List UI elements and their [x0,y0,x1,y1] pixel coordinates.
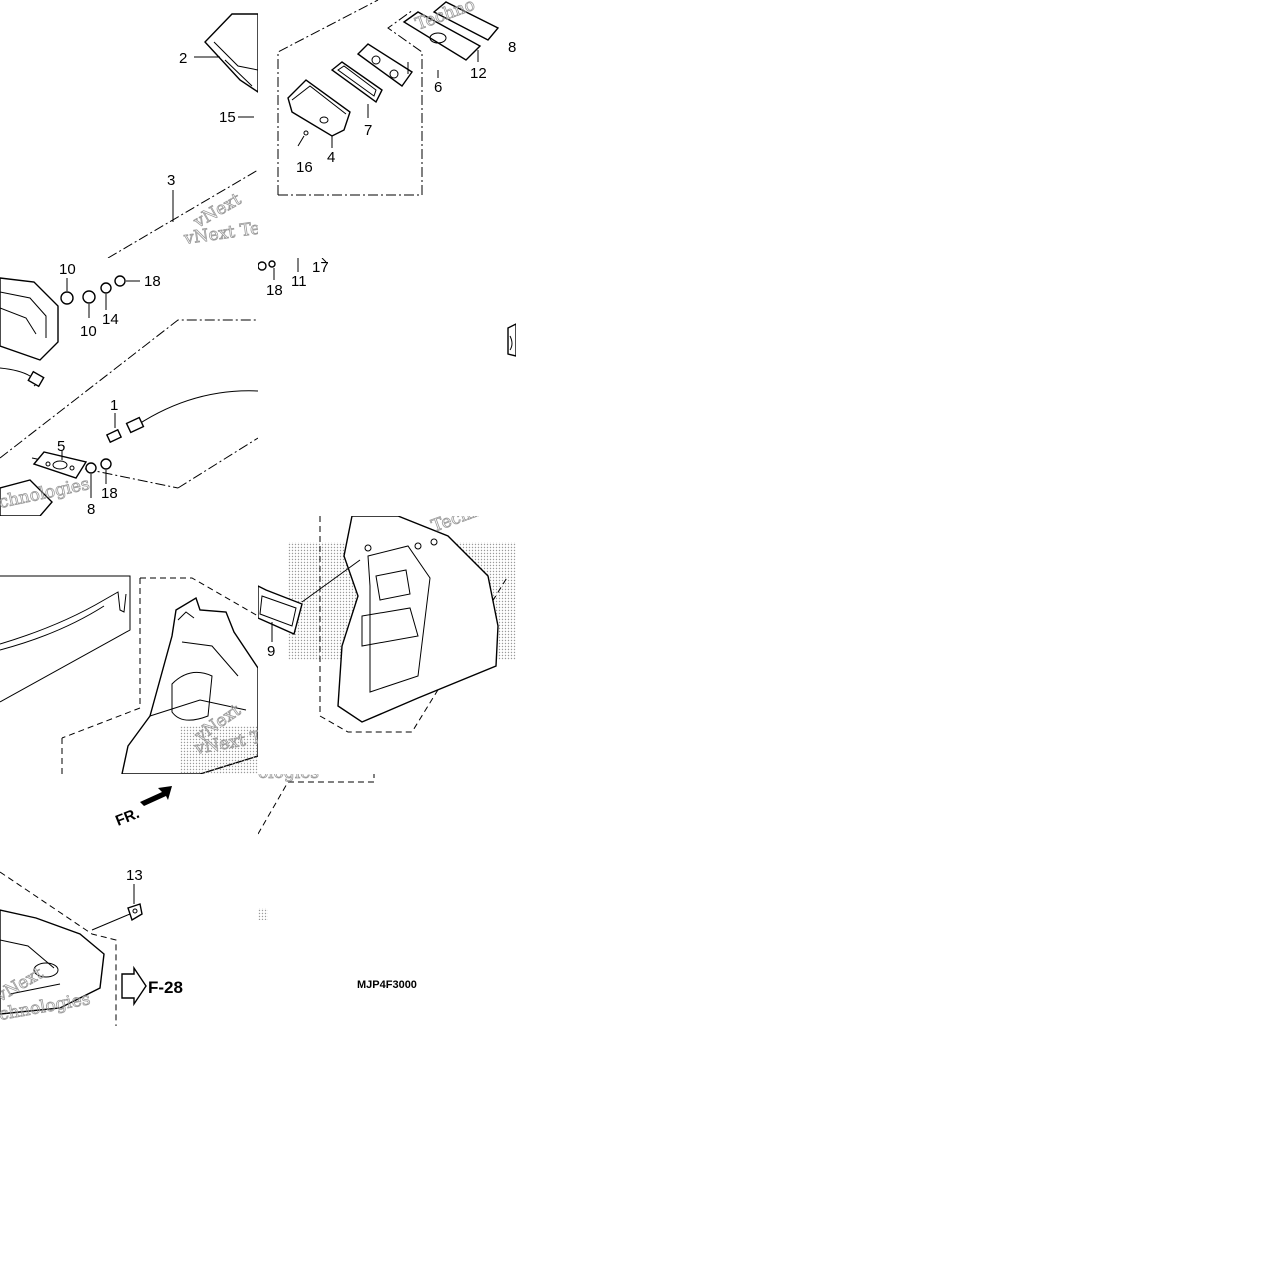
callout-10-upper: 10 [59,261,76,278]
fr-label: FR. [113,805,142,830]
part-13-nut-shape [127,903,143,922]
part-9-reflector-shape [258,585,303,635]
tile-lower-middle: 9 Techno [258,516,516,774]
part-6-base-shape [356,43,413,87]
tile-middle-middle-drawing: 18 11 17 [258,258,516,357]
callout-18-mid: 18 [101,485,118,502]
callout-12: 12 [470,65,487,82]
reference-arrow-f28: F-28 [121,965,183,1007]
fender-lower-shape [0,909,105,1015]
callout-4: 4 [327,149,335,166]
callout-15: 15 [219,109,236,126]
callout-2: 2 [179,50,187,67]
watermark-a1: vNext Tec [182,217,258,249]
tile-bottom-left-drawing: FR. 13 F-28 chnologies vNext [0,786,183,1026]
tile-middle-left-drawing: 10 10 14 18 1 5 18 [0,261,258,516]
front-direction-arrow: FR. [113,786,172,830]
callout-13: 13 [126,867,143,884]
taillight-housing-shape [0,277,59,361]
tile-lower-left-drawing: vNext Tec vNext [0,575,258,774]
tile-upper-middle: 16 4 7 6 12 8 Techno [258,0,516,258]
callout-8-upper: 8 [508,39,516,56]
drawing-code: MJP4F3000 [357,979,417,991]
tile-middle-left: 10 10 14 18 1 5 18 [0,258,258,516]
callout-3: 3 [167,172,175,189]
callout-5: 5 [57,438,65,455]
part-4-lens-shape [287,79,351,137]
callout-6: 6 [434,79,442,96]
callout-9: 9 [267,643,275,660]
callout-8-lower: 8 [87,501,95,516]
tile-bottom-middle: ologies MJP4F3000 [258,774,516,1026]
callout-1: 1 [110,397,118,414]
reference-label: F-28 [148,978,183,997]
tile-upper-middle-drawing: 16 4 7 6 12 8 Techno [277,0,516,196]
watermark-f1: Techno [429,516,494,537]
tile-bottom-middle-drawing: ologies MJP4F3000 [258,774,417,991]
tile-lower-middle-drawing: 9 Techno [258,516,516,733]
part-2-bracket-shape [204,13,258,93]
tile-upper-left: 2 15 3 vNext Tec vNext [0,0,258,258]
callout-11: 11 [291,273,307,290]
callout-17: 17 [312,259,329,276]
callout-18-upper: 18 [144,273,161,290]
part-7-gasket-shape [330,61,383,104]
tile-middle-middle: 18 11 17 [258,258,516,516]
rear-fender-upper-shape [337,516,499,723]
watermark-h1: ologies [258,774,319,783]
part-12-cover-shape [402,1,500,61]
callout-16: 16 [296,159,313,176]
tile-bottom-left: FR. 13 F-28 chnologies vNext [0,774,258,1026]
tile-upper-left-drawing: 2 15 3 vNext Tec vNext [107,13,258,258]
tile-lower-left: vNext Tec vNext [0,516,258,774]
callout-18-small: 18 [266,282,283,299]
callout-7: 7 [364,122,372,139]
part-5-plate-shape [32,451,88,479]
callout-10-lower: 10 [80,323,97,340]
callout-14: 14 [102,311,119,328]
